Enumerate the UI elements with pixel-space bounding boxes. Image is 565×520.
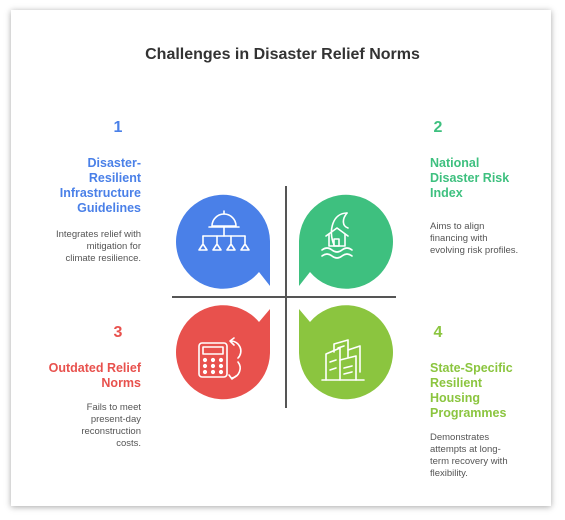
item-4-description-line: attempts at long-: [430, 444, 501, 455]
item-4-heading-line: State-Specific: [430, 361, 513, 375]
item-2-heading-line: National: [430, 156, 480, 170]
item-3-heading-line: Outdated Relief: [48, 361, 141, 375]
item-1-description-line: climate resilience.: [65, 253, 142, 264]
item-4-heading-line: Programmes: [430, 406, 507, 420]
bubble-olive: [299, 305, 393, 400]
horizontal-divider: [172, 296, 396, 298]
item-2-number: 2: [433, 119, 443, 136]
item-3-description-line: reconstruction: [81, 426, 141, 437]
item-1-heading-line: Resilient: [88, 171, 141, 185]
item-4-description: Demonstrates attempts at long- term reco…: [430, 432, 550, 480]
house-wave-icon: [321, 212, 353, 259]
item-4-description-line: Demonstrates: [430, 432, 490, 443]
hardhat-network-icon: [198, 210, 250, 251]
item-2-description-line: evolving risk profiles.: [430, 245, 519, 256]
item-3-description-line: costs.: [116, 438, 141, 449]
item-1-number: 1: [113, 119, 123, 136]
page-title: Challenges in Disaster Relief Norms: [145, 46, 420, 63]
bubble-green: [299, 194, 393, 289]
item-4-heading-line: Housing: [430, 391, 480, 405]
item-2-heading: National Disaster Risk Index: [430, 156, 550, 201]
item-1-heading-line: Guidelines: [77, 201, 141, 215]
item-3-heading-line: Norms: [101, 376, 141, 390]
item-2-description-line: financing with: [430, 233, 488, 244]
item-2-description-line: Aims to align: [430, 221, 485, 232]
item-3-description-line: present-day: [90, 414, 141, 425]
item-2-heading-line: Disaster Risk: [430, 171, 510, 185]
item-2-heading-line: Index: [430, 186, 463, 200]
item-4-heading: State-Specific Resilient Housing Program…: [430, 361, 550, 421]
item-1-description: Integrates relief with mitigation for cl…: [11, 229, 141, 265]
item-1-description-line: mitigation for: [86, 241, 141, 252]
item-3-description-line: Fails to meet: [86, 402, 141, 413]
item-4-description-line: flexibility.: [430, 468, 468, 479]
item-2-description: Aims to align financing with evolving ri…: [430, 221, 550, 257]
item-4-description-line: term recovery with: [430, 456, 508, 467]
item-3-description: Fails to meet present-day reconstruction…: [21, 402, 141, 450]
item-3-heading: Outdated Relief Norms: [21, 361, 141, 391]
buildings-icon: [321, 339, 365, 381]
item-1-heading-line: Infrastructure: [59, 186, 141, 200]
infographic-card: [11, 10, 551, 506]
bubble-red: [176, 305, 270, 400]
item-1-heading: Disaster- Resilient Infrastructure Guide…: [21, 156, 141, 216]
item-4-heading-line: Resilient: [430, 376, 483, 390]
item-1-description-line: Integrates relief with: [55, 229, 141, 240]
item-1-heading-line: Disaster-: [87, 156, 142, 170]
item-3-number: 3: [113, 324, 123, 341]
item-4-number: 4: [433, 324, 443, 341]
calculator-refresh-icon: [198, 337, 242, 380]
bubble-blue: [176, 194, 270, 289]
